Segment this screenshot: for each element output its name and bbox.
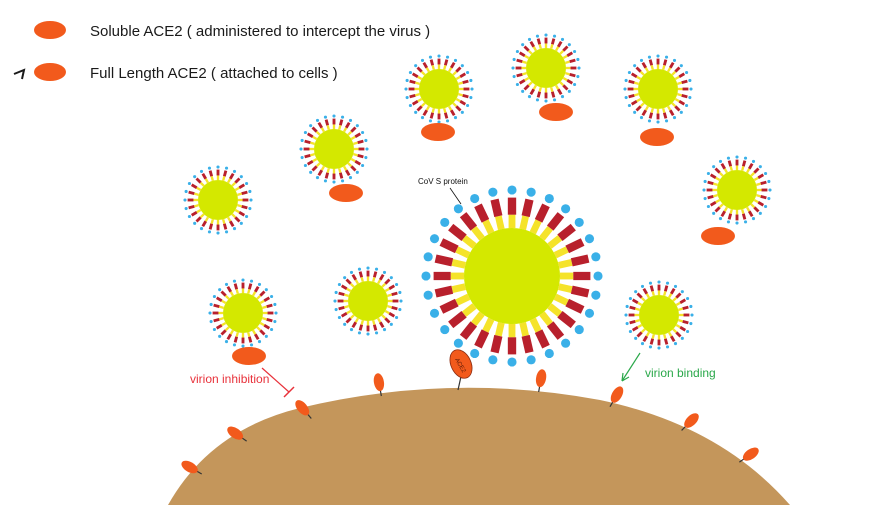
soluble-ace2 [640, 128, 674, 146]
soluble-ace2 [232, 347, 266, 365]
soluble-ace2-icon [34, 21, 66, 39]
small-virion [299, 114, 369, 184]
membrane-ace2 [739, 447, 759, 463]
spike-protein-label: CoV S protein [418, 177, 468, 186]
virions [183, 33, 772, 350]
small-virion [208, 278, 278, 348]
large-virion [421, 185, 603, 367]
soluble-ace2 [329, 184, 363, 202]
soluble-ace2 [421, 123, 455, 141]
membrane-ace2 [181, 460, 203, 475]
small-virion [623, 54, 693, 124]
full-length-ace2-icon [34, 63, 66, 81]
small-virion [404, 54, 474, 124]
bound-ace2: ACE2 [449, 349, 473, 391]
small-virion [333, 266, 403, 336]
small-virion [511, 33, 581, 103]
membrane-ace2 [227, 426, 247, 442]
legend-full-length-label: Full Length ACE2 ( attached to cells ) [90, 65, 338, 82]
spike-pointer [449, 187, 462, 205]
small-virion [702, 155, 772, 225]
legend-soluble-label: Soluble ACE2 ( administered to intercept… [90, 23, 430, 40]
membrane-ace2 [373, 373, 385, 397]
membrane-ace2 [535, 369, 547, 393]
inhibition-arrow [261, 367, 290, 393]
virion-binding-label: virion binding [645, 366, 716, 380]
binding-arrow [621, 352, 641, 382]
membrane-ace2-receptors [181, 369, 759, 475]
binding-arrowhead [621, 372, 630, 382]
membrane-ace2 [295, 400, 312, 419]
large-virion-body [421, 185, 603, 367]
small-virion [624, 280, 694, 350]
small-virion [183, 165, 253, 235]
membrane-anchor-icon [13, 68, 26, 80]
host-cell [168, 387, 790, 505]
membrane-ace2 [681, 413, 699, 431]
soluble-ace2 [539, 103, 573, 121]
membrane-ace2 [609, 386, 624, 408]
soluble-ace2 [701, 227, 735, 245]
virion-inhibition-label: virion inhibition [190, 372, 269, 386]
inhibition-bar [283, 386, 295, 398]
legend: Soluble ACE2 ( administered to intercept… [13, 21, 430, 82]
soluble-ace2-group [232, 103, 735, 365]
